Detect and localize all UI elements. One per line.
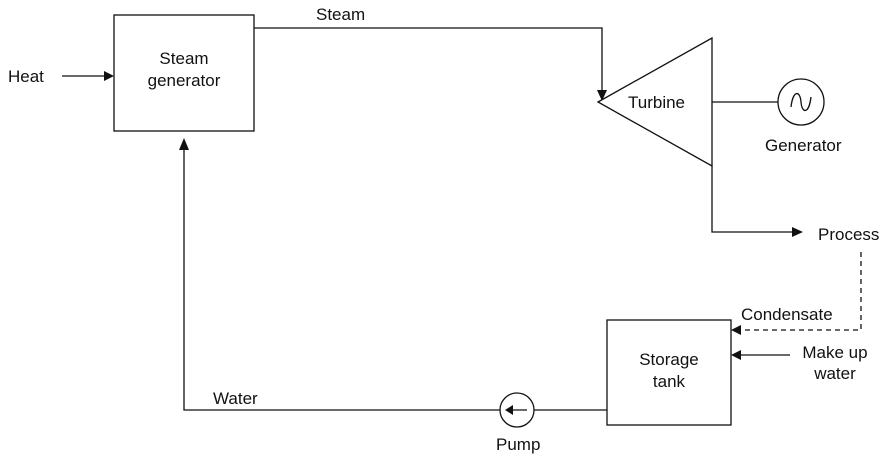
feed-water-arrowhead (179, 138, 189, 150)
make-up-label-line1: Make up (802, 343, 867, 362)
condensate-arrowhead (731, 325, 741, 335)
steam-pipe (254, 27, 603, 92)
heat-arrowhead (104, 71, 114, 81)
sine-wave-icon (790, 92, 812, 112)
pump-label: Pump (496, 435, 540, 454)
steam-label: Steam (316, 5, 365, 24)
left-arrow-in-circle-icon (505, 405, 513, 415)
heat-label: Heat (8, 67, 44, 86)
steam-generator-box (113, 14, 255, 132)
storage-tank-label-line2: tank (653, 372, 686, 391)
process-label: Process (818, 225, 879, 244)
make-up-water-arrowhead (731, 350, 741, 360)
generator-label: Generator (765, 136, 842, 155)
storage-tank-box (606, 319, 732, 426)
process-arrowhead (792, 227, 803, 237)
water-label: Water (213, 389, 258, 408)
steam-generator-label-line1: Steam (159, 49, 208, 68)
storage-tank-label-line1: Storage (639, 350, 699, 369)
condensate-label: Condensate (741, 305, 833, 324)
process-steam-line (711, 166, 794, 233)
turbine-label: Turbine (628, 93, 685, 112)
steam-generator-label-line2: generator (148, 71, 221, 90)
feed-water-line (183, 148, 500, 411)
steam-arrowhead (597, 90, 607, 101)
make-up-label-line2: water (813, 364, 856, 383)
